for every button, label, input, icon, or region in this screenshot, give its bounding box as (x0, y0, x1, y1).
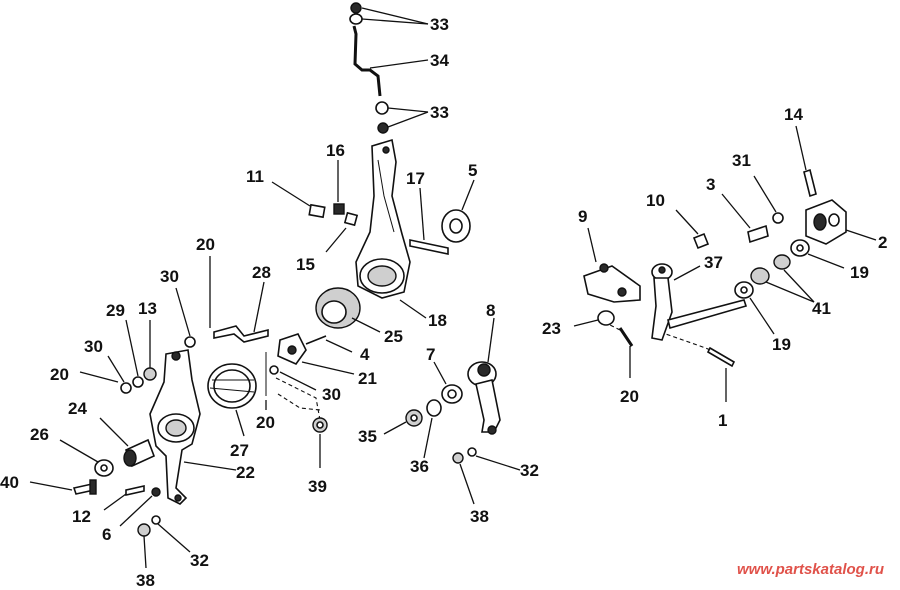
bracket-9 (583, 227, 641, 303)
callout-35: 35 (358, 427, 377, 446)
callout-8: 8 (486, 301, 495, 320)
pin-20-right (618, 327, 634, 378)
callout-labels: 33 34 33 14 16 5 17 11 31 3 10 9 15 2 20… (0, 15, 887, 590)
watermark: www.partskatalog.ru (737, 561, 884, 578)
callout-36: 36 (410, 457, 429, 476)
washers-left (79, 319, 157, 394)
screw-12 (103, 485, 145, 511)
callout-29: 29 (106, 301, 125, 320)
callout-22: 22 (236, 463, 255, 482)
ball-socket-icon (375, 101, 389, 115)
nut-icon (377, 122, 389, 134)
callout-4: 4 (360, 345, 370, 364)
washers-right (734, 239, 845, 335)
callout-33-mid: 33 (430, 103, 449, 122)
callout-13: 13 (138, 299, 157, 318)
callout-5: 5 (468, 161, 477, 180)
ball-socket-icon (349, 13, 363, 25)
bushing-24 (99, 417, 156, 468)
callout-17: 17 (406, 169, 425, 188)
callout-2: 2 (878, 233, 887, 252)
callout-26: 26 (30, 425, 49, 444)
shaft-lever-37 (651, 263, 748, 341)
hardware-bottom-mid (383, 399, 521, 505)
callout-32-bottom: 32 (190, 551, 209, 570)
ring-27 (207, 363, 257, 437)
washer-5 (441, 179, 475, 243)
callout-30-upper: 30 (160, 267, 179, 286)
link-rod-icon (352, 25, 382, 97)
screw-1 (706, 346, 736, 402)
callout-41: 41 (812, 299, 831, 318)
screw-17 (409, 187, 449, 255)
spark-lever-22 (149, 349, 237, 505)
callout-20-upper: 20 (196, 235, 215, 254)
washer-30-a (175, 287, 196, 348)
callout-38-mid: 38 (470, 507, 489, 526)
callout-1: 1 (718, 411, 727, 430)
callout-9: 9 (578, 207, 587, 226)
small-parts-11-16-15 (271, 160, 359, 253)
screw-28 (209, 256, 269, 343)
bracket-4-21 (265, 333, 355, 410)
callout-30-left: 30 (84, 337, 103, 356)
cam-collar-25 (315, 287, 381, 333)
callout-34: 34 (430, 51, 449, 70)
callout-16: 16 (326, 141, 345, 160)
callout-28: 28 (252, 263, 271, 282)
callout-39: 39 (308, 477, 327, 496)
callout-32-right: 32 (520, 461, 539, 480)
callout-40: 40 (0, 473, 19, 492)
bolt-10 (675, 209, 710, 250)
callout-18: 18 (428, 311, 447, 330)
callout-38-bottom: 38 (136, 571, 155, 590)
callout-14: 14 (784, 105, 803, 124)
callout-12: 12 (72, 507, 91, 526)
callout-19-upper: 19 (850, 263, 869, 282)
hardware-bottom-left (119, 487, 191, 569)
washer-26 (59, 439, 114, 477)
callout-25: 25 (384, 327, 403, 346)
callout-23: 23 (542, 319, 561, 338)
callout-21: 21 (358, 369, 377, 388)
throttle-arm (355, 138, 427, 319)
callout-27: 27 (230, 441, 249, 460)
callout-30-mid: 30 (322, 385, 341, 404)
linkage-arm-8 (433, 317, 501, 435)
callout-24: 24 (68, 399, 87, 418)
callout-15: 15 (296, 255, 315, 274)
callout-3: 3 (706, 175, 715, 194)
nut-icon (350, 2, 362, 14)
nut-39 (312, 417, 328, 468)
callout-7: 7 (426, 345, 435, 364)
arm-body-icon (355, 138, 411, 299)
callout-20-mid: 20 (256, 413, 275, 432)
washer-23 (573, 310, 615, 327)
callout-20-left: 20 (50, 365, 69, 384)
callout-33-top: 33 (430, 15, 449, 34)
callout-19-lower: 19 (772, 335, 791, 354)
bolt-40 (29, 479, 97, 495)
callout-11: 11 (246, 167, 264, 186)
callout-6: 6 (102, 525, 111, 544)
switch-2-assembly (721, 125, 877, 245)
link-rod-assembly (349, 2, 429, 134)
callout-37: 37 (704, 253, 723, 272)
callout-20-right: 20 (620, 387, 639, 406)
callout-31: 31 (732, 151, 751, 170)
callout-10: 10 (646, 191, 665, 210)
